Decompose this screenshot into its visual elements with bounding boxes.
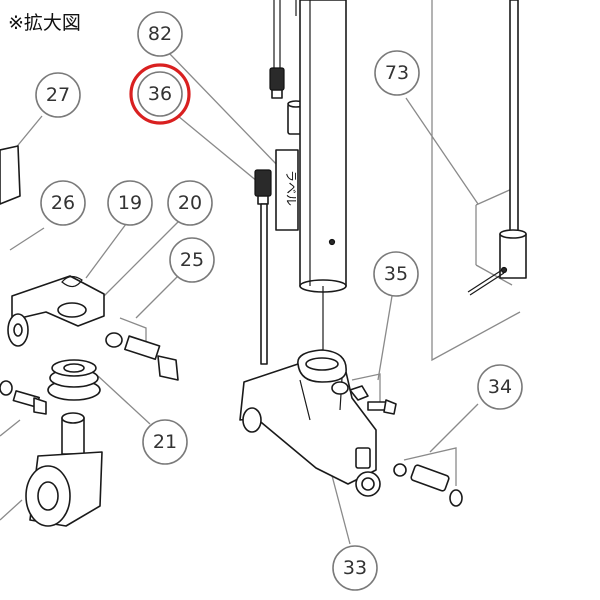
leader-misc-left [0, 419, 21, 437]
main-column: ラベル [275, 0, 347, 366]
leader-27 [13, 115, 43, 151]
bracket-35 [351, 373, 381, 404]
right-rod-assembly [467, 0, 527, 296]
callout-82: 82 [137, 11, 183, 57]
callout-33-number: 33 [343, 557, 367, 579]
left-bolt [0, 380, 47, 415]
callout-19: 19 [107, 180, 153, 226]
callout-20: 20 [167, 180, 213, 226]
leader-21 [97, 375, 151, 425]
label-plate-text: ラベル [284, 170, 298, 206]
callout-35-number: 35 [384, 263, 408, 285]
leader-26 [9, 227, 45, 251]
bolt-25 [105, 332, 179, 381]
diagram-title: ※拡大図 [8, 12, 81, 34]
leader-82 [167, 51, 281, 169]
highlight-ring [129, 63, 191, 125]
bracket-73 [475, 187, 515, 206]
leader-25 [135, 275, 179, 319]
leader-36 [177, 115, 259, 183]
upper-hardware [254, 0, 305, 365]
callout-35: 35 [373, 251, 419, 297]
callout-34: 34 [477, 364, 523, 410]
callout-21-number: 21 [153, 431, 177, 453]
leader-73 [405, 97, 479, 205]
callout-25: 25 [169, 237, 215, 283]
caster-wheel [25, 412, 103, 527]
spring-21 [47, 359, 101, 401]
nut-bolt-35 [331, 381, 397, 415]
callout-21: 21 [142, 419, 188, 465]
callout-34-number: 34 [488, 376, 512, 398]
callout-33: 33 [332, 545, 378, 591]
callout-26: 26 [40, 180, 86, 226]
leader-34 [429, 403, 479, 453]
bracket-34 [403, 447, 457, 486]
leader-35 [377, 295, 393, 381]
leader-misc-left2 [0, 499, 23, 521]
top-left-block-27 [0, 145, 21, 205]
callout-82-number: 82 [148, 23, 172, 45]
leader-20 [99, 221, 179, 301]
pin-34 [393, 463, 463, 507]
callout-36: 36 [129, 63, 191, 125]
callout-26-number: 26 [51, 192, 75, 214]
callout-36-number: 36 [148, 83, 172, 105]
callout-19-number: 19 [118, 192, 142, 214]
callout-25-number: 25 [180, 249, 204, 271]
callout-27-number: 27 [46, 84, 70, 106]
callout-73: 73 [374, 50, 420, 96]
base-casting [239, 349, 381, 497]
callout-27: 27 [35, 72, 81, 118]
callout-73-number: 73 [385, 62, 409, 84]
left-bracket-assembly [7, 275, 105, 347]
leader-19 [85, 223, 127, 279]
frame-lines [431, 0, 521, 362]
callout-20-number: 20 [178, 192, 202, 214]
